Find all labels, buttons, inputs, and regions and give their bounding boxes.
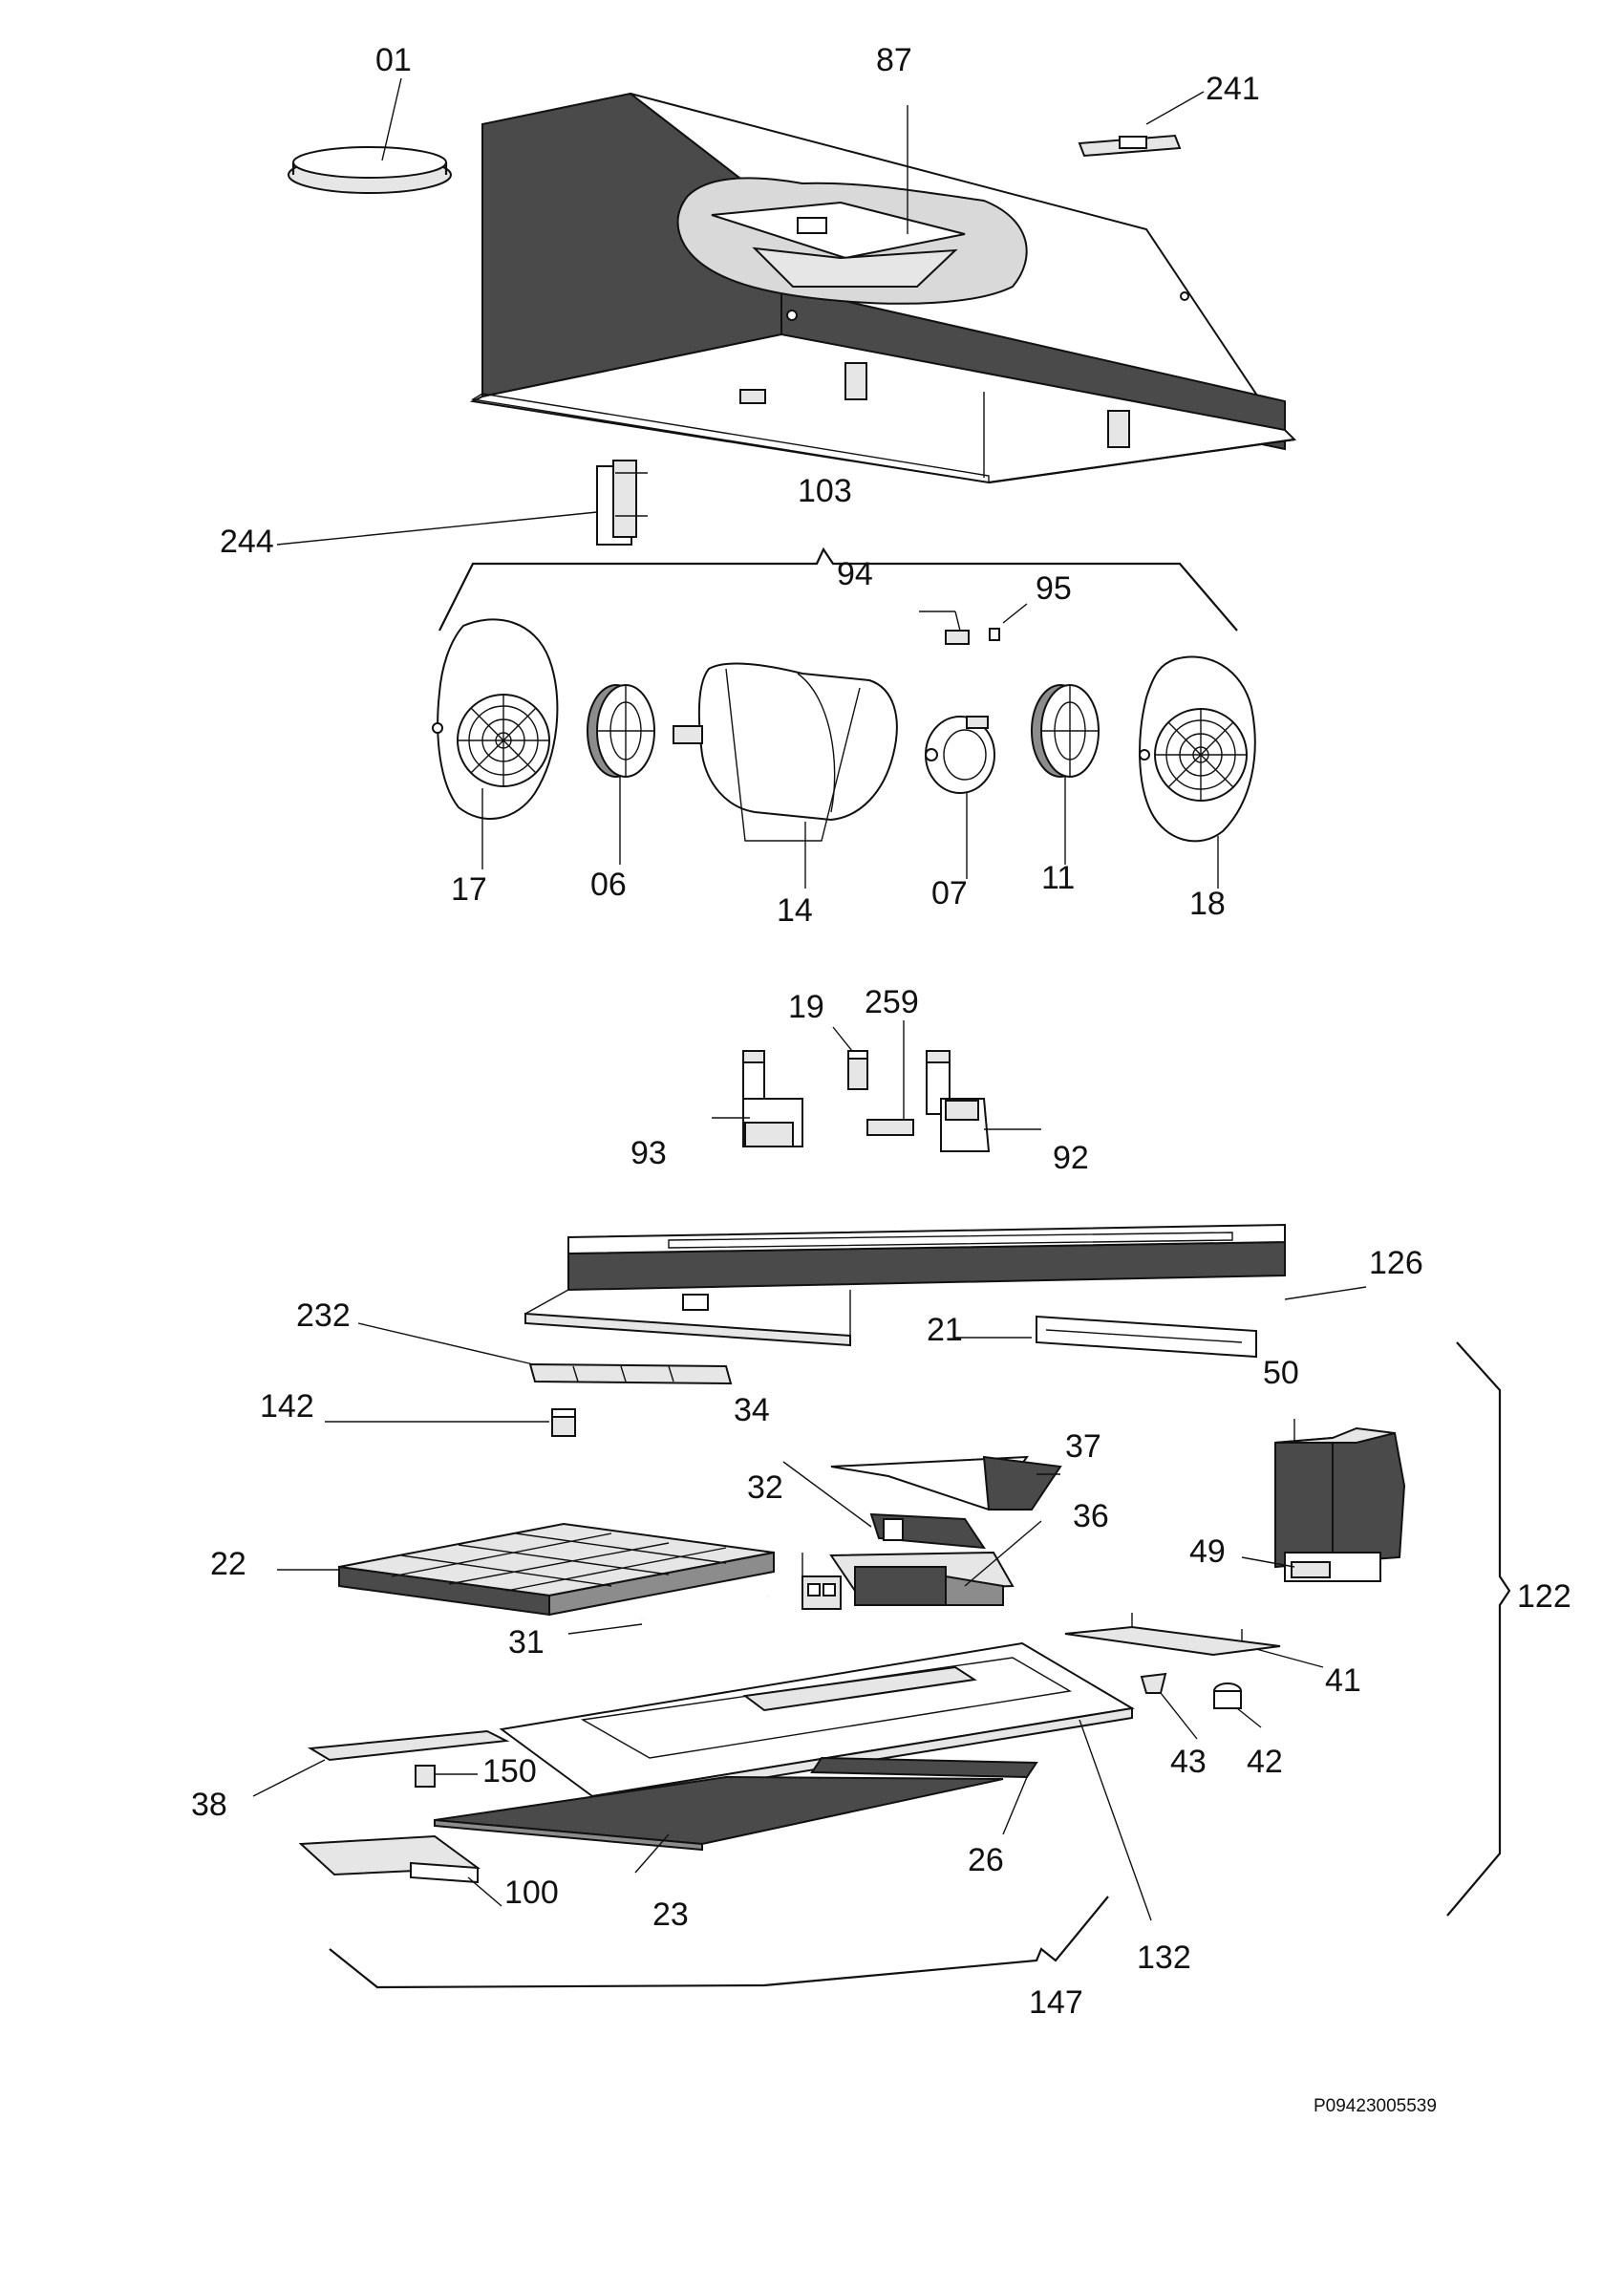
part-259-terminal xyxy=(866,1020,914,1136)
label-11: 11 xyxy=(1041,860,1075,896)
part-93-left-switch xyxy=(712,1050,803,1147)
part-19-connector xyxy=(832,1026,868,1090)
part-126-front-panel xyxy=(524,1223,1367,1347)
label-232: 232 xyxy=(296,1297,351,1334)
part-23-filter-panel xyxy=(434,1775,1004,1874)
label-43: 43 xyxy=(1170,1744,1207,1780)
part-232-grille xyxy=(357,1322,733,1385)
part-06-left-fan-wheel xyxy=(587,684,655,865)
label-01: 01 xyxy=(375,42,412,78)
label-06: 06 xyxy=(590,867,627,903)
label-34: 34 xyxy=(734,1392,770,1428)
label-122: 122 xyxy=(1517,1578,1571,1615)
label-50: 50 xyxy=(1263,1355,1299,1391)
part-142-clip xyxy=(325,1408,576,1437)
label-17: 17 xyxy=(451,871,487,908)
part-11-right-fan-wheel xyxy=(1031,684,1100,865)
label-147: 147 xyxy=(1029,1984,1083,2021)
part-43-knob xyxy=(1140,1672,1198,1740)
part-22-grease-filter xyxy=(277,1522,775,1617)
part-50-control-box xyxy=(1274,1419,1406,1582)
label-14: 14 xyxy=(777,892,813,929)
part-26-grille xyxy=(810,1756,1038,1835)
label-38: 38 xyxy=(191,1787,227,1823)
label-41: 41 xyxy=(1325,1662,1361,1699)
bracket-94 xyxy=(438,546,1238,632)
label-36: 36 xyxy=(1073,1498,1109,1534)
label-103: 103 xyxy=(798,473,852,509)
label-150: 150 xyxy=(482,1753,537,1789)
part-31-lamp-tube xyxy=(567,1595,770,1635)
label-93: 93 xyxy=(630,1135,667,1171)
label-95: 95 xyxy=(1036,570,1072,607)
label-07: 07 xyxy=(931,875,968,911)
label-100: 100 xyxy=(504,1875,559,1911)
label-244: 244 xyxy=(220,524,274,560)
part-18-right-housing xyxy=(1139,655,1256,889)
part-38-side-rail xyxy=(252,1729,510,1797)
label-32: 32 xyxy=(747,1469,783,1506)
label-142: 142 xyxy=(260,1388,314,1425)
label-94: 94 xyxy=(837,556,873,592)
part-150-clip xyxy=(415,1765,478,1788)
label-21: 21 xyxy=(927,1312,963,1348)
part-07-motor xyxy=(925,716,995,879)
part-42-knob xyxy=(1213,1682,1262,1728)
part-32-lamp-holder xyxy=(782,1461,986,1550)
label-259: 259 xyxy=(865,984,919,1020)
label-31: 31 xyxy=(508,1624,545,1661)
label-18: 18 xyxy=(1189,886,1226,922)
part-17-left-housing xyxy=(432,618,559,869)
label-23: 23 xyxy=(652,1897,689,1933)
part-36-lamp-base xyxy=(829,1520,1042,1606)
label-132: 132 xyxy=(1137,1939,1191,1976)
bracket-147 xyxy=(329,1896,1109,1989)
part-37-lamp-cover xyxy=(830,1455,1062,1511)
label-241: 241 xyxy=(1206,71,1260,107)
part-241-clip xyxy=(1078,91,1205,158)
label-22: 22 xyxy=(210,1546,246,1582)
part-49-connector xyxy=(1241,1556,1331,1578)
part-95-switch xyxy=(919,603,1028,645)
part-41-lamp-panel xyxy=(1064,1613,1324,1668)
part-100-bracket xyxy=(298,1834,502,1907)
bracket-122 xyxy=(1446,1341,1511,1917)
label-92: 92 xyxy=(1053,1140,1089,1176)
part-87-cutaway xyxy=(676,105,1028,305)
part-21-light-strip xyxy=(955,1315,1257,1359)
label-19: 19 xyxy=(788,989,824,1025)
drawing-code: P09423005539 xyxy=(1314,2096,1437,2116)
part-34-socket xyxy=(801,1553,842,1610)
label-37: 37 xyxy=(1065,1428,1101,1465)
part-244-bracket xyxy=(276,460,648,546)
label-126: 126 xyxy=(1369,1245,1423,1281)
callout-labels: 01 87 241 244 103 94 95 17 06 14 07 11 1… xyxy=(191,42,1571,2116)
label-26: 26 xyxy=(968,1842,1004,1878)
part-92-right-switch xyxy=(926,1050,1041,1152)
label-87: 87 xyxy=(876,42,912,78)
label-42: 42 xyxy=(1247,1744,1283,1780)
part-01-ring xyxy=(288,77,452,194)
part-14-motor-cover xyxy=(673,662,898,889)
label-49: 49 xyxy=(1189,1533,1226,1570)
